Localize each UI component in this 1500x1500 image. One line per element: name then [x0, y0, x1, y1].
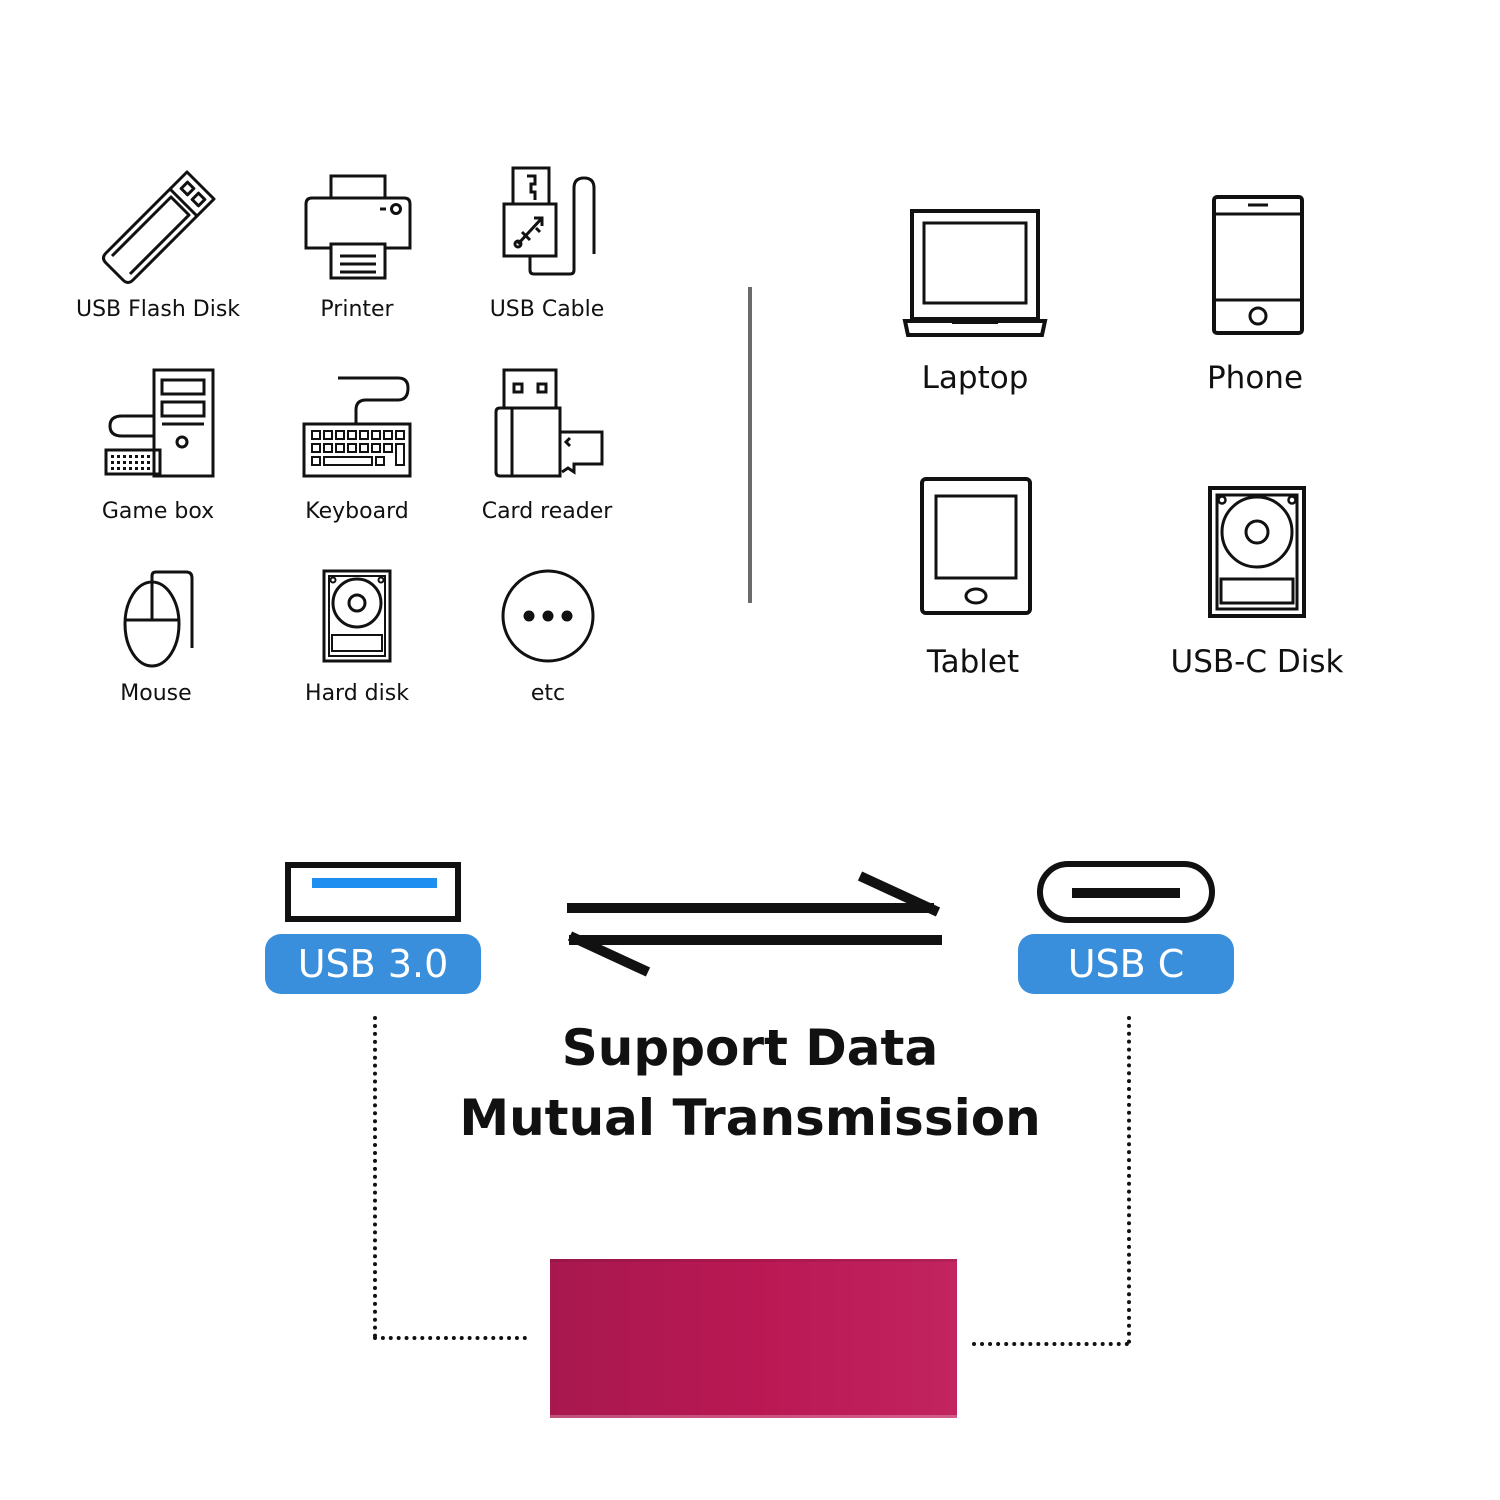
phone-icon [1212, 195, 1304, 335]
device-label: Phone [1206, 360, 1304, 396]
card-reader-icon [494, 368, 604, 478]
usb-c-connector-line [972, 1342, 1129, 1346]
usb-flash-disk-icon [102, 170, 216, 284]
usb-c-port-icon [1037, 861, 1215, 923]
usb-a-port-icon [285, 862, 461, 922]
headline-line-1: Support Data [561, 1019, 939, 1077]
device-label: Keyboard [305, 499, 409, 524]
tablet-icon [920, 477, 1032, 615]
keyboard-icon [302, 376, 412, 478]
device-label: USB Flash Disk [75, 297, 241, 322]
laptop-icon [902, 209, 1048, 337]
adapter-device [550, 1259, 957, 1418]
device-label: Card reader [481, 499, 613, 524]
hard-disk-icon [322, 569, 392, 663]
device-label: USB Cable [489, 297, 605, 322]
device-label: etc [530, 681, 566, 706]
section-divider [748, 287, 752, 603]
game-box-icon [104, 368, 215, 478]
device-label: Printer [320, 297, 394, 322]
device-label: Mouse [120, 681, 192, 706]
mouse-icon [123, 570, 194, 668]
bidirectional-arrows-icon [567, 871, 942, 977]
printer-icon [304, 174, 412, 280]
device-label: USB-C Disk [1170, 644, 1344, 680]
device-label: Hard disk [305, 681, 409, 706]
usb-a-connector-line [373, 1016, 377, 1338]
device-label: Game box [101, 499, 215, 524]
usb-c-disk-icon [1208, 486, 1306, 618]
usb-c-badge: USB C [1018, 934, 1234, 994]
ellipsis-icon [501, 569, 595, 663]
usb-c-connector-line [1127, 1016, 1131, 1344]
usb-cable-icon [502, 166, 596, 276]
usb-a-connector-line [373, 1336, 527, 1340]
device-label: Laptop [921, 360, 1029, 396]
usb-3-badge: USB 3.0 [265, 934, 481, 994]
headline-line-2: Mutual Transmission [459, 1089, 1041, 1147]
device-label: Tablet [926, 644, 1020, 680]
